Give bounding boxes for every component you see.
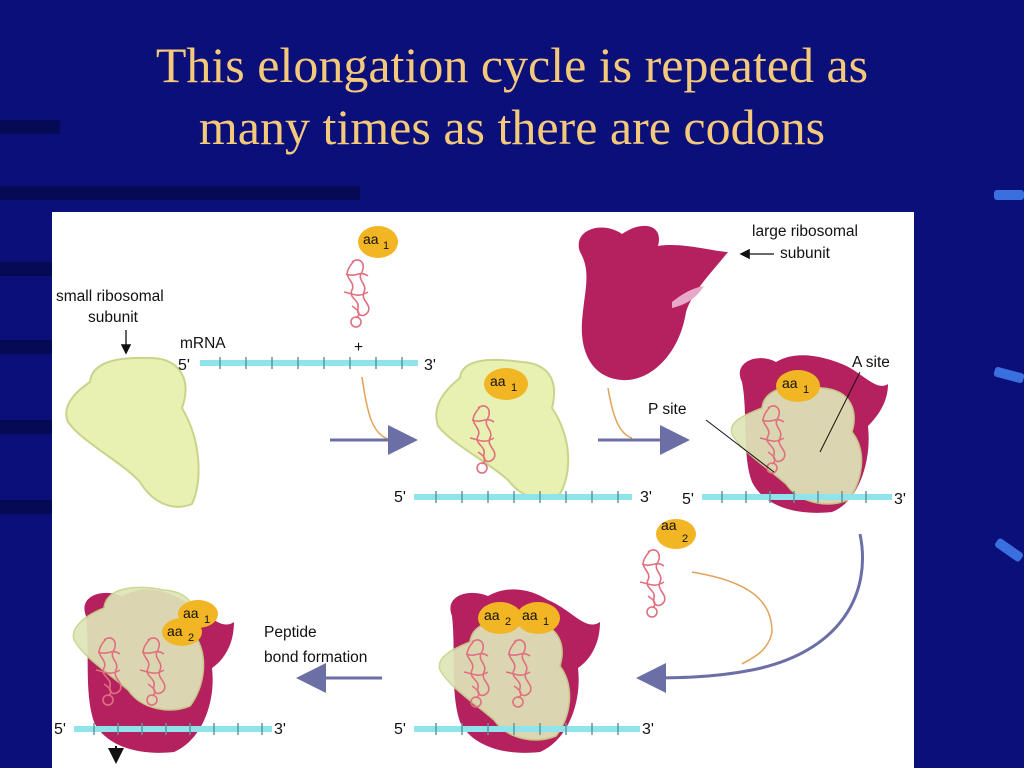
five-prime-label: 5' xyxy=(54,721,66,738)
svg-text:1: 1 xyxy=(511,382,517,394)
a-site-pointer xyxy=(819,371,861,453)
five-prime-label: 5' xyxy=(394,489,406,506)
three-prime-label: 3' xyxy=(640,489,652,506)
title-line-1: This elongation cycle is repeated as xyxy=(155,37,869,93)
large-ribosomal-subunit xyxy=(578,225,728,381)
svg-text:1: 1 xyxy=(543,616,549,628)
svg-text:aa: aa xyxy=(490,373,506,389)
amino-acid-2: aa 2 xyxy=(656,517,696,549)
amino-acid-1: aa 1 xyxy=(776,370,820,402)
slide-title: This elongation cycle is repeated as man… xyxy=(0,34,1024,158)
mrna-strand xyxy=(74,726,272,732)
five-prime-label: 5' xyxy=(682,491,694,508)
svg-text:2: 2 xyxy=(682,533,688,545)
side-accent xyxy=(993,366,1024,384)
peptide-label: Peptide xyxy=(264,624,317,641)
plus-sign: + xyxy=(354,339,363,356)
mrna-strand xyxy=(414,494,632,500)
three-prime-label: 3' xyxy=(274,721,286,738)
subunit-path xyxy=(607,387,633,439)
elongation-diagram: small ribosomal subunit mRNA 5' 3' aa 1 … xyxy=(52,212,914,768)
svg-text:aa: aa xyxy=(522,607,538,623)
svg-text:aa: aa xyxy=(782,375,798,391)
background-stripe xyxy=(0,120,60,134)
large-subunit-label: large ribosomal xyxy=(752,223,858,240)
mrna-strand xyxy=(702,494,892,500)
side-accent xyxy=(994,190,1024,200)
five-prime-label: 5' xyxy=(178,357,190,374)
mrna-label: mRNA xyxy=(180,335,226,352)
mrna-strand xyxy=(200,360,418,366)
peptide-label: bond formation xyxy=(264,649,367,666)
amino-acid-1: aa 1 xyxy=(516,602,560,634)
diagram-canvas: small ribosomal subunit mRNA 5' 3' aa 1 … xyxy=(54,223,906,764)
svg-text:1: 1 xyxy=(204,614,210,626)
title-line-2: many times as there are codons xyxy=(198,99,826,155)
five-prime-label: 5' xyxy=(394,721,406,738)
trna-molecule xyxy=(639,549,666,618)
small-subunit-label: small ribosomal xyxy=(56,288,164,305)
small-ribosomal-subunit xyxy=(72,586,205,711)
svg-text:aa: aa xyxy=(183,605,199,621)
trna-path xyxy=(361,376,393,441)
p-site-pointer xyxy=(705,419,775,473)
side-accent xyxy=(993,537,1024,563)
svg-text:aa: aa xyxy=(363,231,379,247)
small-ribosomal-subunit xyxy=(435,358,570,500)
a-site-label: A site xyxy=(852,354,890,371)
subunit-highlight xyxy=(672,286,704,308)
small-ribosomal-subunit xyxy=(65,356,200,508)
svg-text:2: 2 xyxy=(188,632,194,644)
trna-molecule xyxy=(343,259,370,328)
svg-text:1: 1 xyxy=(803,384,809,396)
svg-text:aa: aa xyxy=(661,517,677,533)
background-stripe xyxy=(0,500,52,514)
p-site-label: P site xyxy=(648,401,687,418)
large-subunit-label: subunit xyxy=(780,245,831,262)
three-prime-label: 3' xyxy=(424,357,436,374)
svg-text:1: 1 xyxy=(383,240,389,252)
three-prime-label: 3' xyxy=(894,491,906,508)
background-stripe xyxy=(0,420,52,434)
svg-text:2: 2 xyxy=(505,616,511,628)
amino-acid-1: aa 1 xyxy=(484,368,528,400)
amino-acid-2: aa 2 xyxy=(478,602,522,634)
small-subunit-label: subunit xyxy=(88,309,139,326)
svg-text:aa: aa xyxy=(484,607,500,623)
amino-acid-1: aa 1 xyxy=(358,226,398,258)
svg-text:aa: aa xyxy=(167,623,183,639)
mrna-strand xyxy=(414,726,640,732)
trna-path xyxy=(691,571,773,665)
background-stripe xyxy=(0,186,360,200)
three-prime-label: 3' xyxy=(642,721,654,738)
cycle-arrow xyxy=(636,533,865,693)
background-stripe xyxy=(0,340,52,354)
amino-acid-2: aa 2 xyxy=(162,618,202,646)
background-stripe xyxy=(0,262,52,276)
